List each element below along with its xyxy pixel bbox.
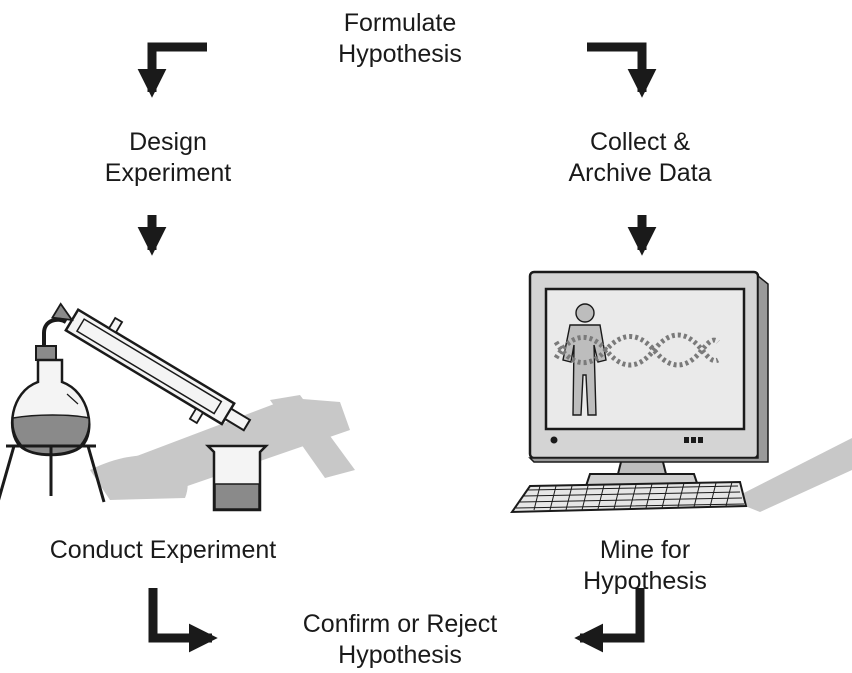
step-conduct-experiment: Conduct Experiment — [49, 536, 277, 564]
step-collect-archive-data: Collect & Archive Data — [568, 128, 712, 187]
computer-monitor-illustration — [510, 270, 852, 514]
keyboard-image — [510, 480, 748, 514]
step-formulate-hypothesis: Formulate Hypothesis — [338, 9, 462, 68]
arrow-conduct-to-confirm — [148, 588, 218, 653]
arrow-mine-to-confirm — [574, 588, 645, 653]
human-figure-image — [562, 303, 607, 416]
step-design-experiment: Design Experiment — [104, 128, 232, 187]
arrows — [137, 42, 657, 653]
arrow-formulate-to-design — [137, 42, 207, 98]
dna-helix-image — [553, 332, 720, 368]
chemistry-apparatus-illustration — [0, 302, 355, 512]
arrow-formulate-to-collect — [587, 42, 657, 98]
step-confirm-reject-hypothesis: Confirm or Reject Hypothesis — [302, 610, 498, 669]
step-mine-for-hypothesis: Mine for Hypothesis — [583, 536, 707, 595]
